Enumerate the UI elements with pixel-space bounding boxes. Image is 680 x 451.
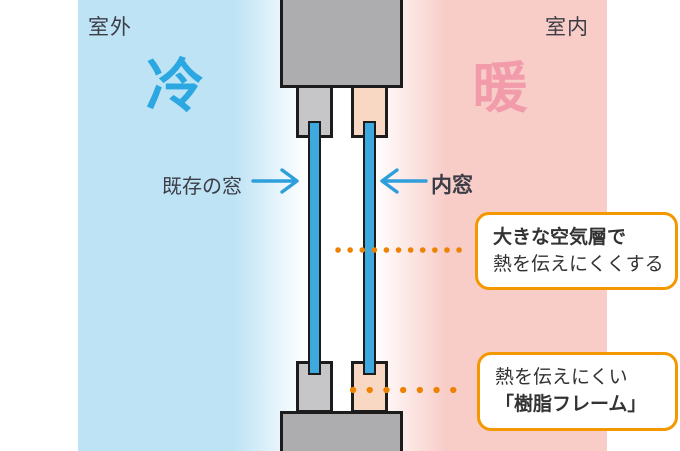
cold-kanji: 冷 [145, 54, 204, 119]
warm-kanji: 暖 [472, 57, 528, 119]
wall-frame-bottom [280, 411, 403, 451]
wall-frame-top [280, 0, 403, 88]
air-layer-callout-line2: 熱を伝えにくくする [493, 254, 664, 275]
existing-window-label: 既存の窓 [162, 176, 242, 198]
resin-frame-callout-line1: 熱を伝えにくい [495, 367, 628, 388]
existing-window-pane [308, 121, 321, 375]
resin-frame-callout: 熱を伝えにくい 「樹脂フレーム」 [477, 352, 678, 431]
air-layer-callout: 大きな空気層で 熱を伝えにくくする [475, 212, 678, 290]
inner-window-label: 内窓 [431, 174, 473, 197]
resin-frame-callout-line2: 「樹脂フレーム」 [495, 394, 647, 415]
air-layer-callout-line1: 大きな空気層で [493, 227, 627, 248]
inner-window-pane [363, 121, 376, 375]
indoor-zone-label: 室内 [545, 16, 589, 39]
outdoor-zone-label: 室外 [88, 16, 132, 39]
